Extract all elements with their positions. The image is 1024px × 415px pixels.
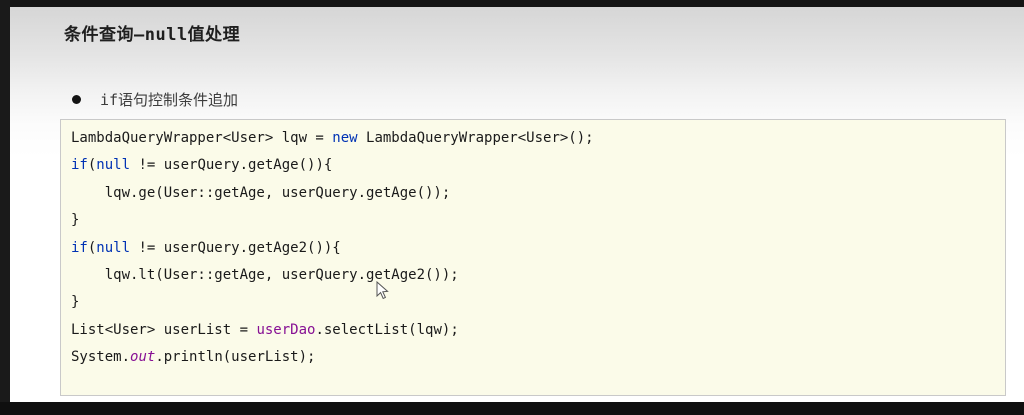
- window-edge-bottom: [0, 402, 1024, 415]
- window-edge-left: [0, 0, 10, 415]
- code-line: if(null != userQuery.getAge()){: [71, 157, 333, 174]
- code-line: }: [71, 212, 80, 229]
- code-content: LambdaQueryWrapper<User> lqw = new Lambd…: [71, 125, 1005, 372]
- page-title: 条件查询—null值处理: [64, 25, 241, 45]
- code-block: LambdaQueryWrapper<User> lqw = new Lambd…: [60, 119, 1006, 396]
- code-line: System.out.println(userList);: [71, 349, 316, 366]
- code-line: }: [71, 294, 80, 311]
- code-line: lqw.ge(User::getAge, userQuery.getAge())…: [71, 184, 451, 201]
- window-edge-top: [0, 0, 1024, 7]
- bullet-icon: [72, 95, 81, 104]
- code-line: LambdaQueryWrapper<User> lqw = new Lambd…: [71, 130, 594, 146]
- code-line: if(null != userQuery.getAge2()){: [71, 239, 341, 256]
- code-line: List<User> userList = userDao.selectList…: [71, 321, 459, 338]
- mouse-cursor: [376, 281, 389, 300]
- code-line: lqw.lt(User::getAge, userQuery.getAge2()…: [71, 267, 459, 284]
- bullet-item: if语句控制条件追加: [72, 89, 238, 110]
- bullet-text: if语句控制条件追加: [100, 91, 239, 109]
- slide-content: 条件查询—null值处理 if语句控制条件追加 LambdaQueryWrapp…: [10, 7, 1024, 402]
